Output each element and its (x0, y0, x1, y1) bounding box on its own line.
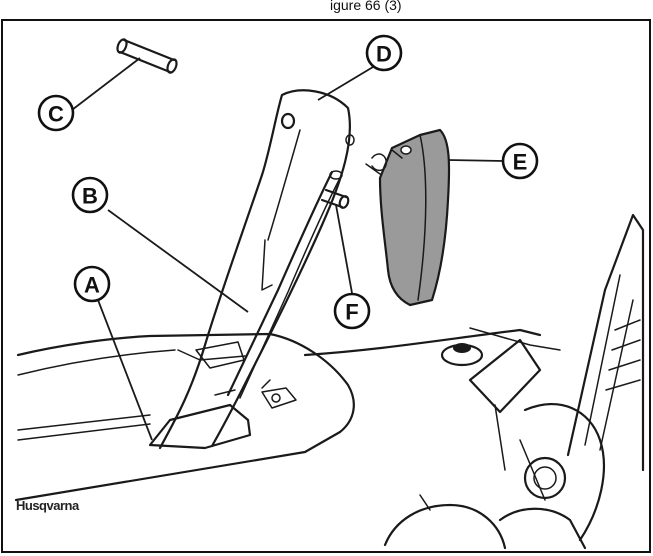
callout-f: F (333, 292, 371, 330)
pin-f (320, 188, 350, 209)
svg-text:F: F (345, 300, 358, 325)
callout-e: E (501, 142, 539, 180)
svg-text:A: A (84, 273, 100, 298)
callout-c: C (37, 94, 75, 132)
figure-frame (1, 19, 651, 553)
lift-lever (158, 89, 351, 450)
svg-text:D: D (376, 42, 392, 67)
pin-c (116, 38, 178, 74)
cover-e (365, 128, 451, 307)
lever-hole-d (345, 134, 355, 146)
leader-lines (67, 57, 505, 441)
figure-title-fragment: igure 66 (3) (330, 0, 402, 13)
callout-a: A (73, 265, 111, 303)
machine-base (14, 213, 645, 550)
brand-logo: Husqvarna (16, 498, 80, 513)
callout-d: D (365, 34, 403, 72)
svg-text:E: E (513, 150, 528, 175)
callout-b: B (71, 176, 109, 214)
svg-text:C: C (48, 102, 64, 127)
svg-text:B: B (82, 184, 98, 209)
